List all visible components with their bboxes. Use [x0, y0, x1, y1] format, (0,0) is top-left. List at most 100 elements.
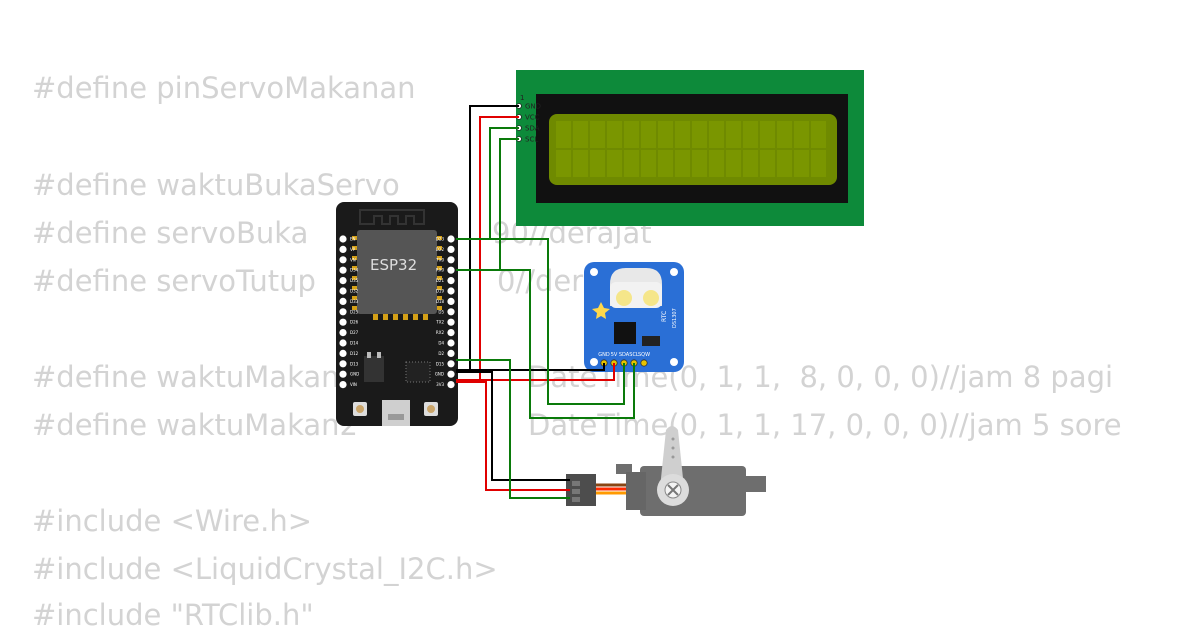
wires: [456, 105, 635, 499]
esp32-pin-vin[interactable]: [339, 381, 347, 389]
esp32-pin-3v3[interactable]: [447, 381, 455, 389]
lcd-char-cell: [590, 150, 605, 177]
code-value-waktu-makan2: DateTime(0, 1, 1, 17, 0, 0, 0)//jam 5 so…: [528, 408, 1122, 442]
rtc-pin-label: 5V: [611, 352, 618, 358]
code-line-define-servo-tutup: #define servoTutup: [32, 264, 316, 298]
esp32-pin-d23[interactable]: [447, 235, 455, 243]
esp32-pin-label: D32: [350, 289, 359, 294]
mount-hole: [670, 268, 678, 276]
esp32-pin-label: D21: [436, 278, 445, 283]
lcd-char-cell: [794, 121, 809, 148]
servo-mount-tab: [744, 476, 766, 492]
wire-rtc-gnd[interactable]: [456, 363, 605, 371]
esp32-pin-d13[interactable]: [339, 360, 347, 368]
code-line-include-lcd: #include <LiquidCrystal_I2C.h>: [32, 552, 498, 586]
esp32-pin-label: D27: [350, 330, 359, 335]
mount-hole: [590, 358, 598, 366]
esp32-pin-d32[interactable]: [339, 287, 347, 295]
esp32-pin-d14[interactable]: [339, 339, 347, 347]
module-pad: [437, 256, 442, 260]
module-pad: [352, 286, 357, 290]
battery-contact: [643, 290, 659, 306]
esp32-pin-label: TX2: [435, 320, 444, 325]
esp32-board[interactable]: ESP32 ENVPVND34D35D32D33D25D26D27D14D12D…: [336, 202, 458, 426]
module-pad: [383, 314, 388, 320]
usb-uart-chip: [405, 361, 431, 383]
code-line-define-servo-buka: #define servoBuka: [32, 216, 309, 250]
esp32-pin-label: GND: [435, 372, 444, 377]
esp32-chip-label: ESP32: [370, 256, 417, 274]
esp32-pin-d19[interactable]: [447, 287, 455, 295]
esp32-pin-d25[interactable]: [339, 308, 347, 316]
code-line-define-waktu-makan1: #define waktuMakan1: [32, 360, 358, 394]
wire-lcd-sda[interactable]: [456, 127, 519, 240]
esp32-pin-d4[interactable]: [447, 339, 455, 347]
esp32-pin-d15[interactable]: [447, 360, 455, 368]
esp32-pin-vp[interactable]: [339, 245, 347, 253]
esp32-pin-d26[interactable]: [339, 318, 347, 326]
module-pad: [352, 276, 357, 280]
wire-servo-gnd[interactable]: [456, 371, 570, 481]
lcd-pin1-label: 1: [520, 94, 524, 102]
lcd-char-cell: [760, 150, 775, 177]
wire-servo-vcc[interactable]: [456, 381, 570, 491]
lcd-char-grid: [556, 121, 826, 177]
esp32-pin-label: D25: [350, 309, 359, 314]
esp32-pin-label: VIN: [350, 382, 357, 387]
wire-rtc-sda[interactable]: [456, 238, 625, 405]
esp32-pin-d12[interactable]: [339, 349, 347, 357]
lcd-char-cell: [624, 150, 639, 177]
esp32-pin-d5[interactable]: [447, 308, 455, 316]
module-pad: [423, 314, 428, 320]
esp32-pin-label: GND: [350, 372, 359, 377]
module-pad: [403, 314, 408, 320]
esp32-pin-d34[interactable]: [339, 266, 347, 274]
code-line-define-waktu-makan2: #define waktuMakan2: [32, 408, 358, 442]
esp32-pin-label: TX0: [435, 257, 444, 262]
connector-slot: [572, 497, 580, 502]
esp32-pin-label: D23: [436, 237, 445, 242]
wire-rtc-scl[interactable]: [456, 269, 635, 419]
esp32-pin-d33[interactable]: [339, 297, 347, 305]
esp32-pin-d27[interactable]: [339, 329, 347, 337]
esp32-pin-label: D13: [350, 361, 359, 366]
esp32-pin-label: D5: [438, 309, 444, 314]
esp32-pin-d18[interactable]: [447, 297, 455, 305]
lcd-char-cell: [573, 150, 588, 177]
esp32-pin-d35[interactable]: [339, 277, 347, 285]
lcd-char-cell: [607, 121, 622, 148]
esp32-pin-label: D18: [436, 299, 445, 304]
servo-motor[interactable]: [566, 426, 766, 516]
esp32-pin-d22[interactable]: [447, 245, 455, 253]
lcd-char-cell: [641, 150, 656, 177]
lcd-pin-label: GND: [525, 103, 541, 111]
esp32-pin-d21[interactable]: [447, 277, 455, 285]
esp32-pin-rx2[interactable]: [447, 329, 455, 337]
esp32-pin-gnd[interactable]: [339, 370, 347, 378]
crystal: [642, 336, 660, 346]
micro-usb-port[interactable]: [382, 400, 410, 426]
esp32-pin-tx2[interactable]: [447, 318, 455, 326]
mount-hole: [590, 268, 598, 276]
lcd-char-cell: [743, 121, 758, 148]
module-pad: [437, 306, 442, 310]
esp32-pin-rx0[interactable]: [447, 266, 455, 274]
esp32-pin-tx0[interactable]: [447, 256, 455, 264]
rtc-pin-sqw[interactable]: [640, 359, 648, 367]
rtc-pin-label: SQW: [638, 352, 650, 358]
wire-lcd-scl[interactable]: [456, 138, 519, 271]
esp32-pin-en[interactable]: [339, 235, 347, 243]
wire-rtc-5v[interactable]: [456, 363, 615, 381]
lcd-char-cell: [726, 150, 741, 177]
esp32-pin-vn[interactable]: [339, 256, 347, 264]
esp32-pin-d2[interactable]: [447, 349, 455, 357]
wire-lcd-vcc[interactable]: [456, 116, 519, 382]
rtc-title: RTC: [661, 311, 668, 322]
esp32-pin-gnd[interactable]: [447, 370, 455, 378]
wire-servo-signal[interactable]: [456, 359, 570, 499]
esp32-pin-label: D35: [350, 278, 359, 283]
lcd-char-cell: [794, 150, 809, 177]
horn-hole: [671, 446, 675, 450]
